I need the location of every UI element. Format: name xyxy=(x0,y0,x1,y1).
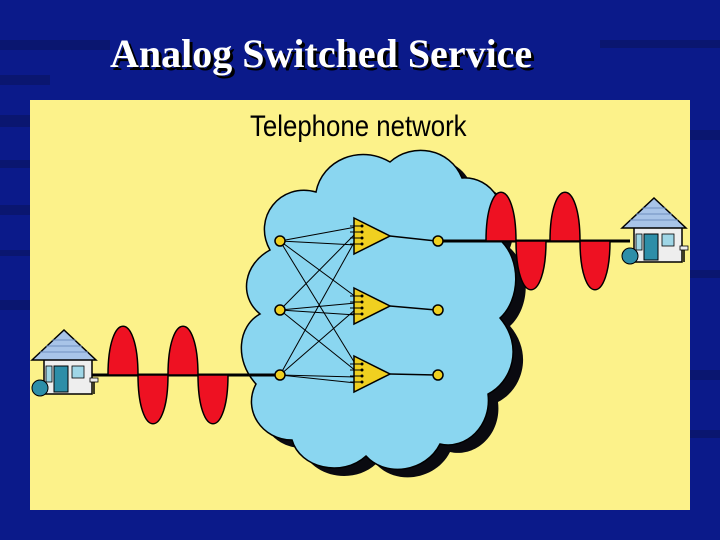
house-icon xyxy=(621,197,689,265)
input-node xyxy=(274,235,286,381)
telephone-network-diagram xyxy=(31,149,689,478)
telephone-network-label: Telephone network xyxy=(250,110,467,143)
diagram-panel: Telephone network xyxy=(30,100,690,510)
switch-connections xyxy=(279,226,357,384)
output-node xyxy=(432,235,444,381)
amplifier-output-lines xyxy=(389,235,437,376)
analog-signal-wave xyxy=(107,325,229,425)
analog-signal-wave xyxy=(485,191,611,291)
slide-title: Analog Switched Service xyxy=(110,31,533,76)
house-icon xyxy=(31,329,99,397)
